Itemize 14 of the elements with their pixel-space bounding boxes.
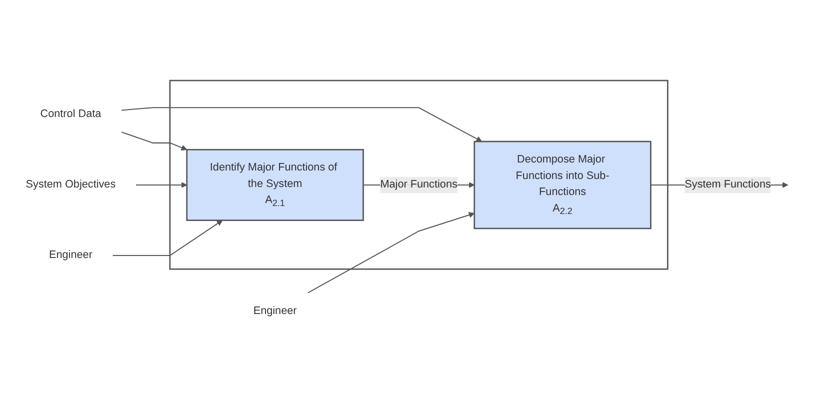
arrow (308, 212, 475, 294)
arrow (121, 107, 482, 142)
cluster (169, 80, 668, 270)
node-box: Decompose Major Functions into Sub-Functions A$_{2.2}$ (474, 140, 652, 230)
arrow (121, 132, 188, 150)
arrow (112, 220, 223, 256)
edge-label: System Functions (684, 178, 771, 190)
edge-label: Major Functions (380, 178, 458, 190)
node-text: Control Data (40, 108, 102, 120)
node-text: Engineer (253, 305, 297, 317)
node-text: Engineer (48, 249, 92, 261)
arrow (136, 182, 188, 188)
node-text: System Objectives (26, 178, 116, 190)
node-box: Identify Major Functions of the System A$_{2.1}$ (186, 148, 364, 221)
